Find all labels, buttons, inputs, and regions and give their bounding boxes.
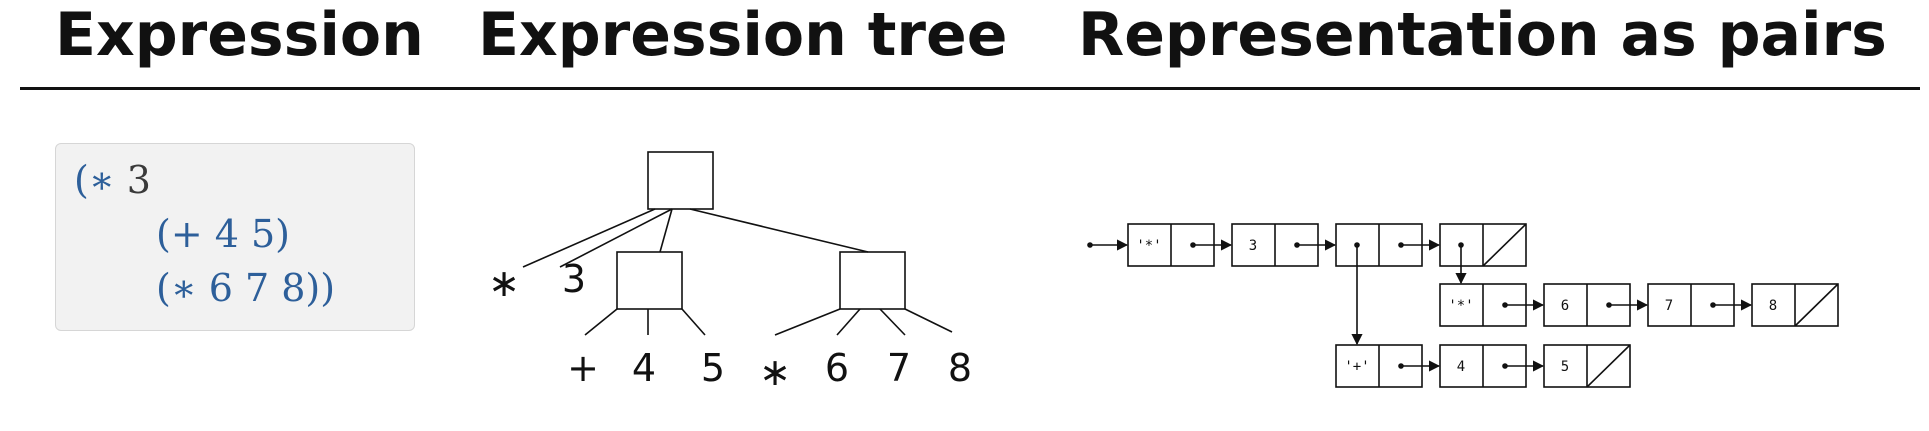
tree-leaf-7: 7 [887,346,911,390]
code-line-1: (∗ 3 [74,158,151,202]
tree-leaf-star: ∗ [488,261,520,305]
pointer-dot [1710,302,1716,308]
pointer-dot [1354,242,1360,248]
expression-tree-heading: Expression tree [478,0,1008,70]
tree-edge [879,308,906,336]
nil-slash [1586,344,1631,388]
tree-plus-node [616,251,683,310]
tree-root-node [647,151,714,210]
pair-values: '*' 3 '*' 6 7 8 '+' 4 5 [1136,238,1777,375]
tree-edge [584,308,618,336]
pointer-dot [1502,302,1508,308]
pairs-diagram [1090,223,1839,388]
code-line-1-operator: (∗ [74,158,115,202]
tree-leaf-3: 3 [562,257,586,301]
tree-star-node [839,251,906,310]
tree-edge [522,208,656,268]
nil-slash [1794,283,1839,327]
code-line-2: (+ 4 5) [156,212,291,256]
pair-value-4: 4 [1457,359,1465,375]
pointer-dot [1398,363,1404,369]
nil-slash [1482,223,1527,267]
pointer-dot [1502,363,1508,369]
tree-edge [681,308,706,336]
pointer-dot [1458,242,1464,248]
pair-value-6: 6 [1561,298,1569,314]
pointer-dot [1398,242,1404,248]
code-line-1-number: 3 [114,158,151,202]
pair-value-3: 3 [1249,238,1257,254]
pointer-dot [1087,242,1093,248]
pointer-dot [1294,242,1300,248]
expression-tree [522,151,953,336]
expression-code-box: (∗ 3 (+ 4 5) (∗ 6 7 8)) [55,143,415,331]
tree-leaf-4: 4 [632,346,656,390]
header-divider [20,87,1920,90]
expression-heading: Expression [55,0,424,70]
pair-value-8: 8 [1769,298,1777,314]
tree-leaf-plus: + [567,346,599,390]
pointer-dot [1606,302,1612,308]
tree-edge [559,208,673,268]
tree-leaf-labels: ∗ 3 + 4 5 ∗ 6 7 8 [488,257,972,394]
tree-edge [836,308,861,336]
pair-value-7: 7 [1665,298,1673,314]
tree-leaf-5: 5 [701,346,725,390]
tree-edge [904,308,953,333]
pairs-heading: Representation as pairs [1078,0,1887,70]
tree-leaf-6: 6 [825,346,849,390]
pointer-dots [1087,242,1716,369]
tree-leaf-8: 8 [948,346,972,390]
pair-value-star-2: '*' [1448,298,1473,314]
pair-value-5: 5 [1561,359,1569,375]
tree-edge [774,308,841,336]
code-line-3: (∗ 6 7 8)) [156,266,336,310]
tree-edge [659,208,673,253]
pair-value-star: '*' [1136,238,1161,254]
tree-leaf-star-2: ∗ [759,350,791,394]
pointer-dot [1190,242,1196,248]
tree-edge [689,208,869,253]
pair-value-plus: '+' [1344,359,1369,375]
